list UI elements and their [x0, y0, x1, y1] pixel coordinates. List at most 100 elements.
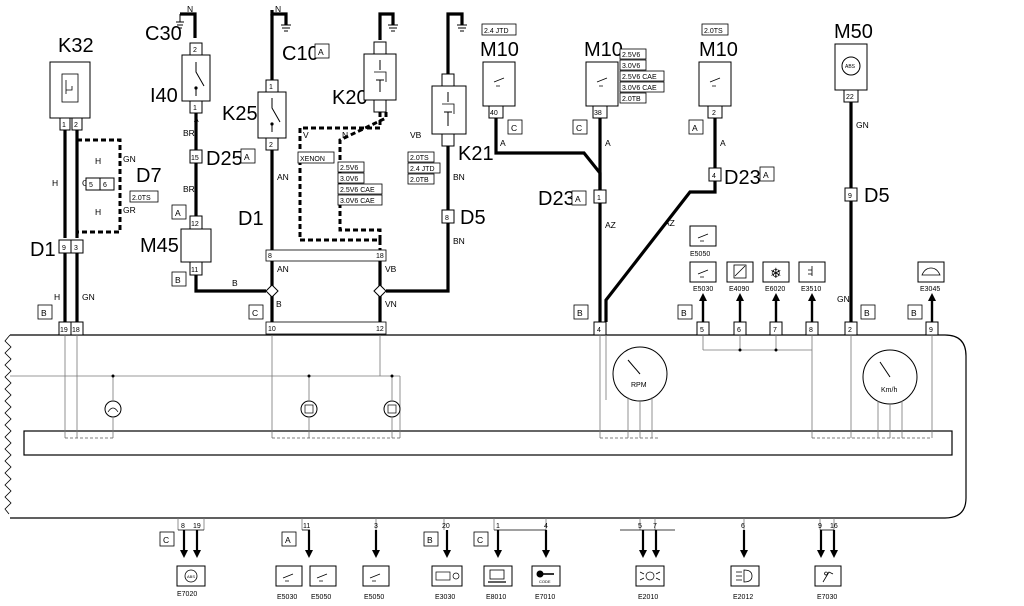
- svg-text:2.5V6: 2.5V6: [340, 165, 358, 172]
- svg-text:2.0TS: 2.0TS: [704, 28, 723, 35]
- svg-text:2: 2: [74, 122, 78, 129]
- switch-I40: I40: [150, 54, 211, 107]
- svg-text:8: 8: [181, 523, 185, 530]
- sensor-M10-ts: 2.0TS M10 2 A: [688, 23, 738, 135]
- svg-text:GN: GN: [837, 294, 850, 304]
- svg-text:N: N: [275, 4, 281, 14]
- lamp-E5050-bottom-a: E5050: [309, 565, 337, 601]
- svg-text:4: 4: [544, 523, 548, 530]
- label-K32: K32: [58, 35, 94, 57]
- svg-text:3: 3: [374, 523, 378, 530]
- svg-text:8: 8: [445, 215, 449, 222]
- svg-text:20: 20: [442, 523, 450, 530]
- label-D1-left: D1: [30, 239, 56, 261]
- svg-text:BR: BR: [183, 184, 195, 194]
- label-M10-b: M10: [584, 39, 623, 61]
- svg-text:3.0V6: 3.0V6: [622, 63, 640, 70]
- label-D1-mid: D1: [238, 208, 264, 230]
- svg-text:B: B: [232, 278, 238, 288]
- svg-text:15: 15: [191, 155, 199, 162]
- svg-text:A: A: [763, 170, 769, 180]
- svg-text:RPM: RPM: [631, 382, 647, 389]
- svg-text:2.0TS: 2.0TS: [132, 195, 151, 202]
- svg-text:N: N: [187, 4, 193, 14]
- lamp-E2012: E2012: [730, 565, 760, 601]
- svg-text:GN: GN: [82, 292, 95, 302]
- lamp-E3045: E3045: [917, 261, 945, 293]
- ground-K20: K20: [332, 12, 398, 109]
- svg-text:H: H: [95, 207, 101, 217]
- svg-text:B: B: [681, 308, 687, 318]
- svg-text:❄: ❄: [770, 265, 782, 281]
- svg-text:9: 9: [848, 193, 852, 200]
- label-D25: D25: [206, 148, 243, 170]
- svg-text:2.0TS: 2.0TS: [410, 155, 429, 162]
- svg-text:18: 18: [72, 327, 80, 334]
- svg-text:A: A: [500, 138, 506, 148]
- svg-text:A: A: [720, 138, 726, 148]
- lamp-E7010: CODE E7010: [531, 565, 561, 601]
- sensor-M10-jtd: 2.4 JTD M10 40 C: [480, 23, 523, 135]
- svg-text:6: 6: [741, 523, 745, 530]
- svg-text:11: 11: [191, 267, 198, 274]
- svg-text:12: 12: [376, 326, 384, 333]
- svg-text:B: B: [276, 299, 282, 309]
- svg-text:3.0V6 CAE: 3.0V6 CAE: [622, 85, 657, 92]
- label-M10-c: M10: [699, 39, 738, 61]
- lamp-E6020: ❄ E6020: [762, 261, 790, 293]
- svg-text:8: 8: [268, 253, 272, 260]
- svg-text:C: C: [511, 123, 517, 133]
- label-K25: K25: [222, 103, 258, 125]
- svg-text:B: B: [911, 308, 917, 318]
- svg-text:H: H: [52, 178, 58, 188]
- svg-text:9: 9: [929, 327, 933, 334]
- svg-text:38: 38: [594, 110, 602, 117]
- svg-text:AZ: AZ: [605, 220, 616, 230]
- label-D23-left: D23: [538, 188, 575, 210]
- svg-text:A: A: [175, 208, 181, 218]
- bulb-2: [300, 400, 318, 418]
- svg-text:A: A: [318, 47, 324, 57]
- lamp-E3030: E3030: [431, 565, 463, 601]
- lamp-E5050-top: E5050: [689, 225, 717, 258]
- svg-text:C: C: [477, 535, 483, 545]
- svg-text:22: 22: [846, 94, 854, 101]
- label-D7: D7: [136, 165, 162, 187]
- svg-text:N: N: [342, 130, 348, 140]
- svg-text:A: A: [244, 152, 250, 162]
- svg-text:2.4 JTD: 2.4 JTD: [410, 166, 435, 173]
- sensor-M10-v6: M10 2.5V6 3.0V6 2.5V6 CAE 3.0V6 CAE 2.0T…: [572, 39, 665, 135]
- svg-text:1: 1: [496, 523, 500, 530]
- svg-text:5: 5: [700, 327, 704, 334]
- sensor-M50: M50 ABS 22: [834, 21, 873, 103]
- label-D5-right: D5: [864, 185, 890, 207]
- label-I40: I40: [150, 85, 178, 107]
- svg-text:2.5V6: 2.5V6: [622, 52, 640, 59]
- label-D23-right: D23: [724, 167, 761, 189]
- ground-C10: N C10 A: [270, 4, 330, 65]
- bulb-3: [383, 400, 401, 418]
- svg-text:1: 1: [62, 122, 66, 129]
- svg-text:7: 7: [653, 523, 657, 530]
- svg-text:8: 8: [809, 327, 813, 334]
- svg-text:2: 2: [848, 327, 852, 334]
- svg-text:E5050: E5050: [690, 251, 710, 258]
- lamp-E4090: E4090: [726, 261, 754, 293]
- relay-K32: K32 1 2: [49, 35, 94, 131]
- svg-text:Km/h: Km/h: [881, 387, 897, 394]
- svg-text:E8010: E8010: [486, 594, 506, 601]
- svg-text:16: 16: [830, 523, 838, 530]
- rpm-gauge: RPM: [612, 346, 668, 438]
- svg-text:4: 4: [712, 173, 716, 180]
- svg-text:6: 6: [103, 182, 107, 189]
- relay-K25: K25: [222, 91, 287, 139]
- svg-text:19: 19: [193, 523, 201, 530]
- svg-text:B: B: [864, 308, 870, 318]
- svg-text:3.0V6 CAE: 3.0V6 CAE: [340, 198, 375, 205]
- lamp-E3510: E3510: [798, 261, 826, 293]
- svg-text:CODE: CODE: [539, 579, 551, 584]
- svg-text:B: B: [175, 275, 181, 285]
- svg-text:GR: GR: [123, 205, 136, 215]
- svg-text:E4090: E4090: [729, 286, 749, 293]
